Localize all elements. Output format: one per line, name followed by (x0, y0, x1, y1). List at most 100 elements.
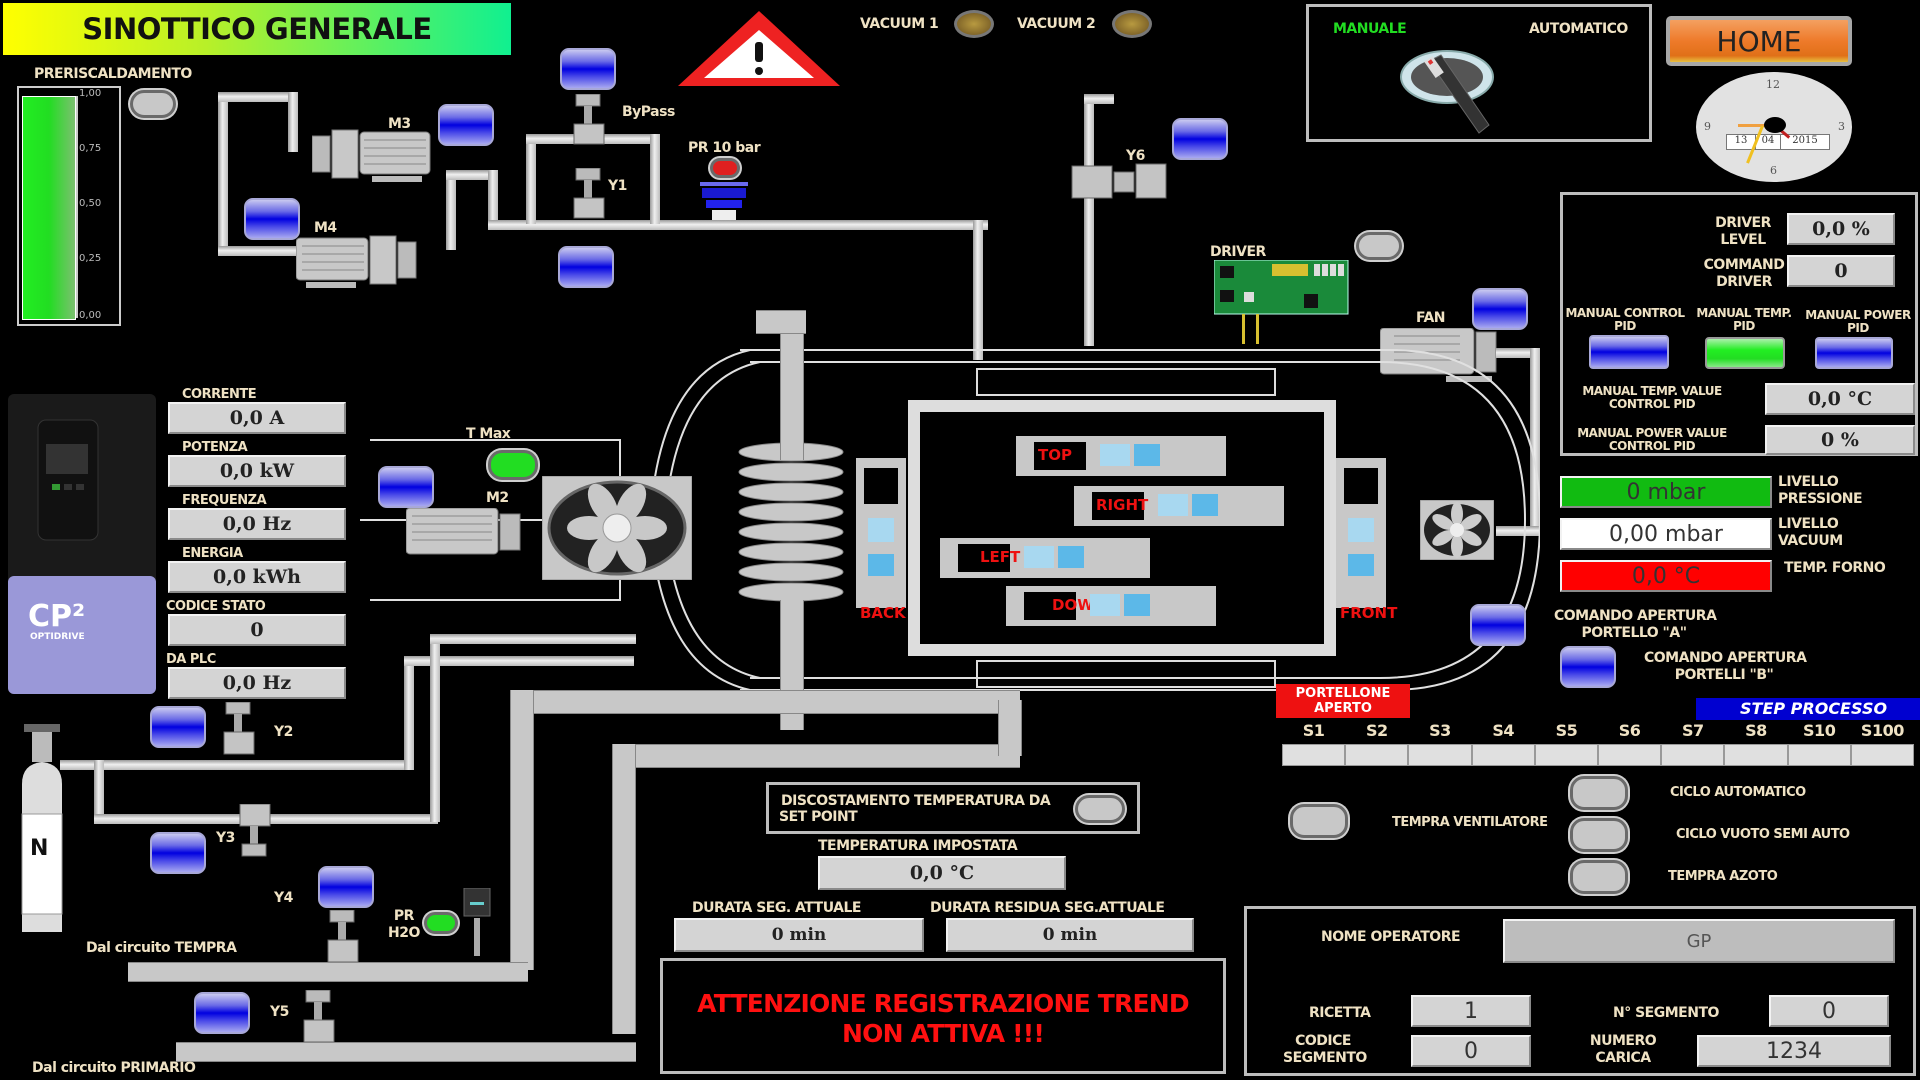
preheat-tick-075: 0,75 (79, 143, 102, 154)
heater-element (1058, 546, 1084, 568)
pipe (1496, 526, 1540, 536)
y2-button[interactable] (150, 706, 206, 748)
y5-valve-icon (303, 990, 335, 1043)
prh2o-label-l1: PR (393, 908, 415, 924)
clock-numeral-6: 6 (1770, 164, 1777, 177)
tmax-lamp (488, 450, 538, 480)
heater-top: TOP (1016, 436, 1226, 476)
driver-level-l1: DRIVER (1715, 215, 1771, 231)
recipe-value[interactable]: 1 (1411, 995, 1531, 1027)
inverter-reading-label: ENERGIA (182, 546, 243, 561)
heater-front-label: FRONT (1340, 604, 1398, 622)
m3-button[interactable] (438, 104, 494, 146)
manual-control-l2: PID (1614, 319, 1636, 333)
primario-duct (176, 1042, 636, 1062)
ciclo-automatico-toggle[interactable] (1570, 776, 1628, 810)
manual-power-value[interactable]: 0 % (1765, 425, 1915, 455)
manual-temp-pid-label: MANUAL TEMP. PID (1689, 307, 1799, 333)
vacuum-2-label: VACUUM 2 (1017, 16, 1096, 32)
driver-toggle[interactable] (1356, 232, 1402, 260)
step-label: S6 (1618, 721, 1641, 740)
load-no-l2: CARICA (1595, 1050, 1651, 1066)
pipe (1530, 348, 1540, 534)
door-a-open-button[interactable] (1470, 604, 1526, 646)
step-label: S100 (1860, 721, 1904, 740)
heater-element (1134, 444, 1160, 466)
y1-valve-icon (573, 168, 605, 219)
driver-label: DRIVER (1210, 244, 1266, 260)
pipe (430, 634, 636, 644)
home-button[interactable]: HOME (1666, 16, 1852, 66)
door-b-open-button[interactable] (1560, 646, 1616, 688)
heater-back (856, 458, 906, 608)
heater-element (868, 518, 894, 542)
manual-power-l1: MANUAL POWER (1805, 308, 1911, 322)
page-title: SINOTTICO GENERALE (82, 12, 432, 46)
vacuum-1-lamp (954, 10, 994, 38)
nitrogen-cylinder-icon (21, 724, 63, 932)
y3-button[interactable] (150, 832, 206, 874)
pipe (446, 170, 456, 250)
door-open-indicator: PORTELLONE APERTO (1276, 684, 1410, 718)
y4-button[interactable] (318, 866, 374, 908)
step-label: S7 (1681, 721, 1704, 740)
ciclo-automatico-label: CICLO AUTOMATICO (1670, 785, 1806, 800)
y4-valve-icon (327, 910, 359, 963)
inverter-reading-value: 0 (168, 614, 346, 646)
inverter-reading-label: FREQUENZA (182, 493, 267, 508)
y1-button[interactable] (558, 246, 614, 288)
manual-control-pid-button[interactable] (1589, 335, 1669, 369)
clock-numeral-3: 3 (1838, 120, 1845, 133)
manual-power-pid-button[interactable] (1815, 337, 1893, 369)
preheat-toggle[interactable] (130, 90, 176, 118)
tempra-azoto-toggle[interactable] (1570, 860, 1628, 894)
tempra-ventilatore-toggle[interactable] (1290, 804, 1348, 838)
nitrogen-label: N (30, 836, 49, 861)
clock-center (1764, 117, 1786, 133)
mode-selector-switch[interactable] (1399, 47, 1509, 137)
water-duct (612, 744, 636, 1034)
water-duct (530, 690, 1020, 714)
deviation-label-l2: SET POINT (779, 809, 858, 825)
m4-button[interactable] (244, 198, 300, 240)
preheat-gauge-scale (76, 96, 78, 318)
vacuum-l1: LIVELLO (1778, 516, 1839, 532)
temp-set-value: 0,0 °C (818, 856, 1066, 890)
fan-button[interactable] (1472, 288, 1528, 330)
y6-valve-icon (1071, 163, 1167, 199)
bypass-button[interactable] (560, 48, 616, 90)
operator-name-input[interactable]: GP (1503, 919, 1895, 963)
heater-element (1090, 594, 1120, 616)
heat-exchanger-fan-icon (542, 476, 692, 580)
y5-button[interactable] (194, 992, 250, 1034)
m2-button[interactable] (378, 466, 434, 508)
load-no-value[interactable]: 1234 (1697, 1035, 1891, 1067)
tempra-azoto-label: TEMPRA AZOTO (1668, 869, 1778, 884)
segment-no-value: 0 (1769, 995, 1889, 1027)
pipe (404, 656, 414, 770)
manual-temp-value[interactable]: 0,0 °C (1765, 383, 1915, 415)
manual-temp-l2: PID (1733, 319, 1755, 333)
clock-year: 2015 (1792, 135, 1818, 146)
heater-label-bg (958, 544, 1010, 572)
segment-code-value: 0 (1411, 1035, 1531, 1067)
heater-element (1192, 494, 1218, 516)
step-indicator (1282, 744, 1346, 766)
oven-temp-label: TEMP. FORNO (1784, 560, 1886, 576)
pipe (1084, 94, 1114, 104)
tempra-duct (128, 962, 528, 982)
pipe (1084, 96, 1094, 346)
heater-right-label: RIGHT (1096, 496, 1149, 514)
ciclo-vuoto-toggle[interactable] (1570, 818, 1628, 852)
home-button-label: HOME (1716, 24, 1802, 58)
clock-month: 04 (1756, 135, 1781, 149)
driver-level-value: 0,0 % (1787, 213, 1895, 245)
step-process-header: STEP PROCESSO (1696, 698, 1920, 720)
seg-residual-label: DURATA RESIDUA SEG.ATTUALE (930, 900, 1165, 916)
vacuum-2-lamp (1112, 10, 1152, 38)
heater-back-label: BACK (860, 604, 906, 622)
y6-button[interactable] (1172, 118, 1228, 160)
manual-temp-pid-button[interactable] (1705, 337, 1785, 369)
chamber-frame-bottom (976, 660, 1276, 688)
